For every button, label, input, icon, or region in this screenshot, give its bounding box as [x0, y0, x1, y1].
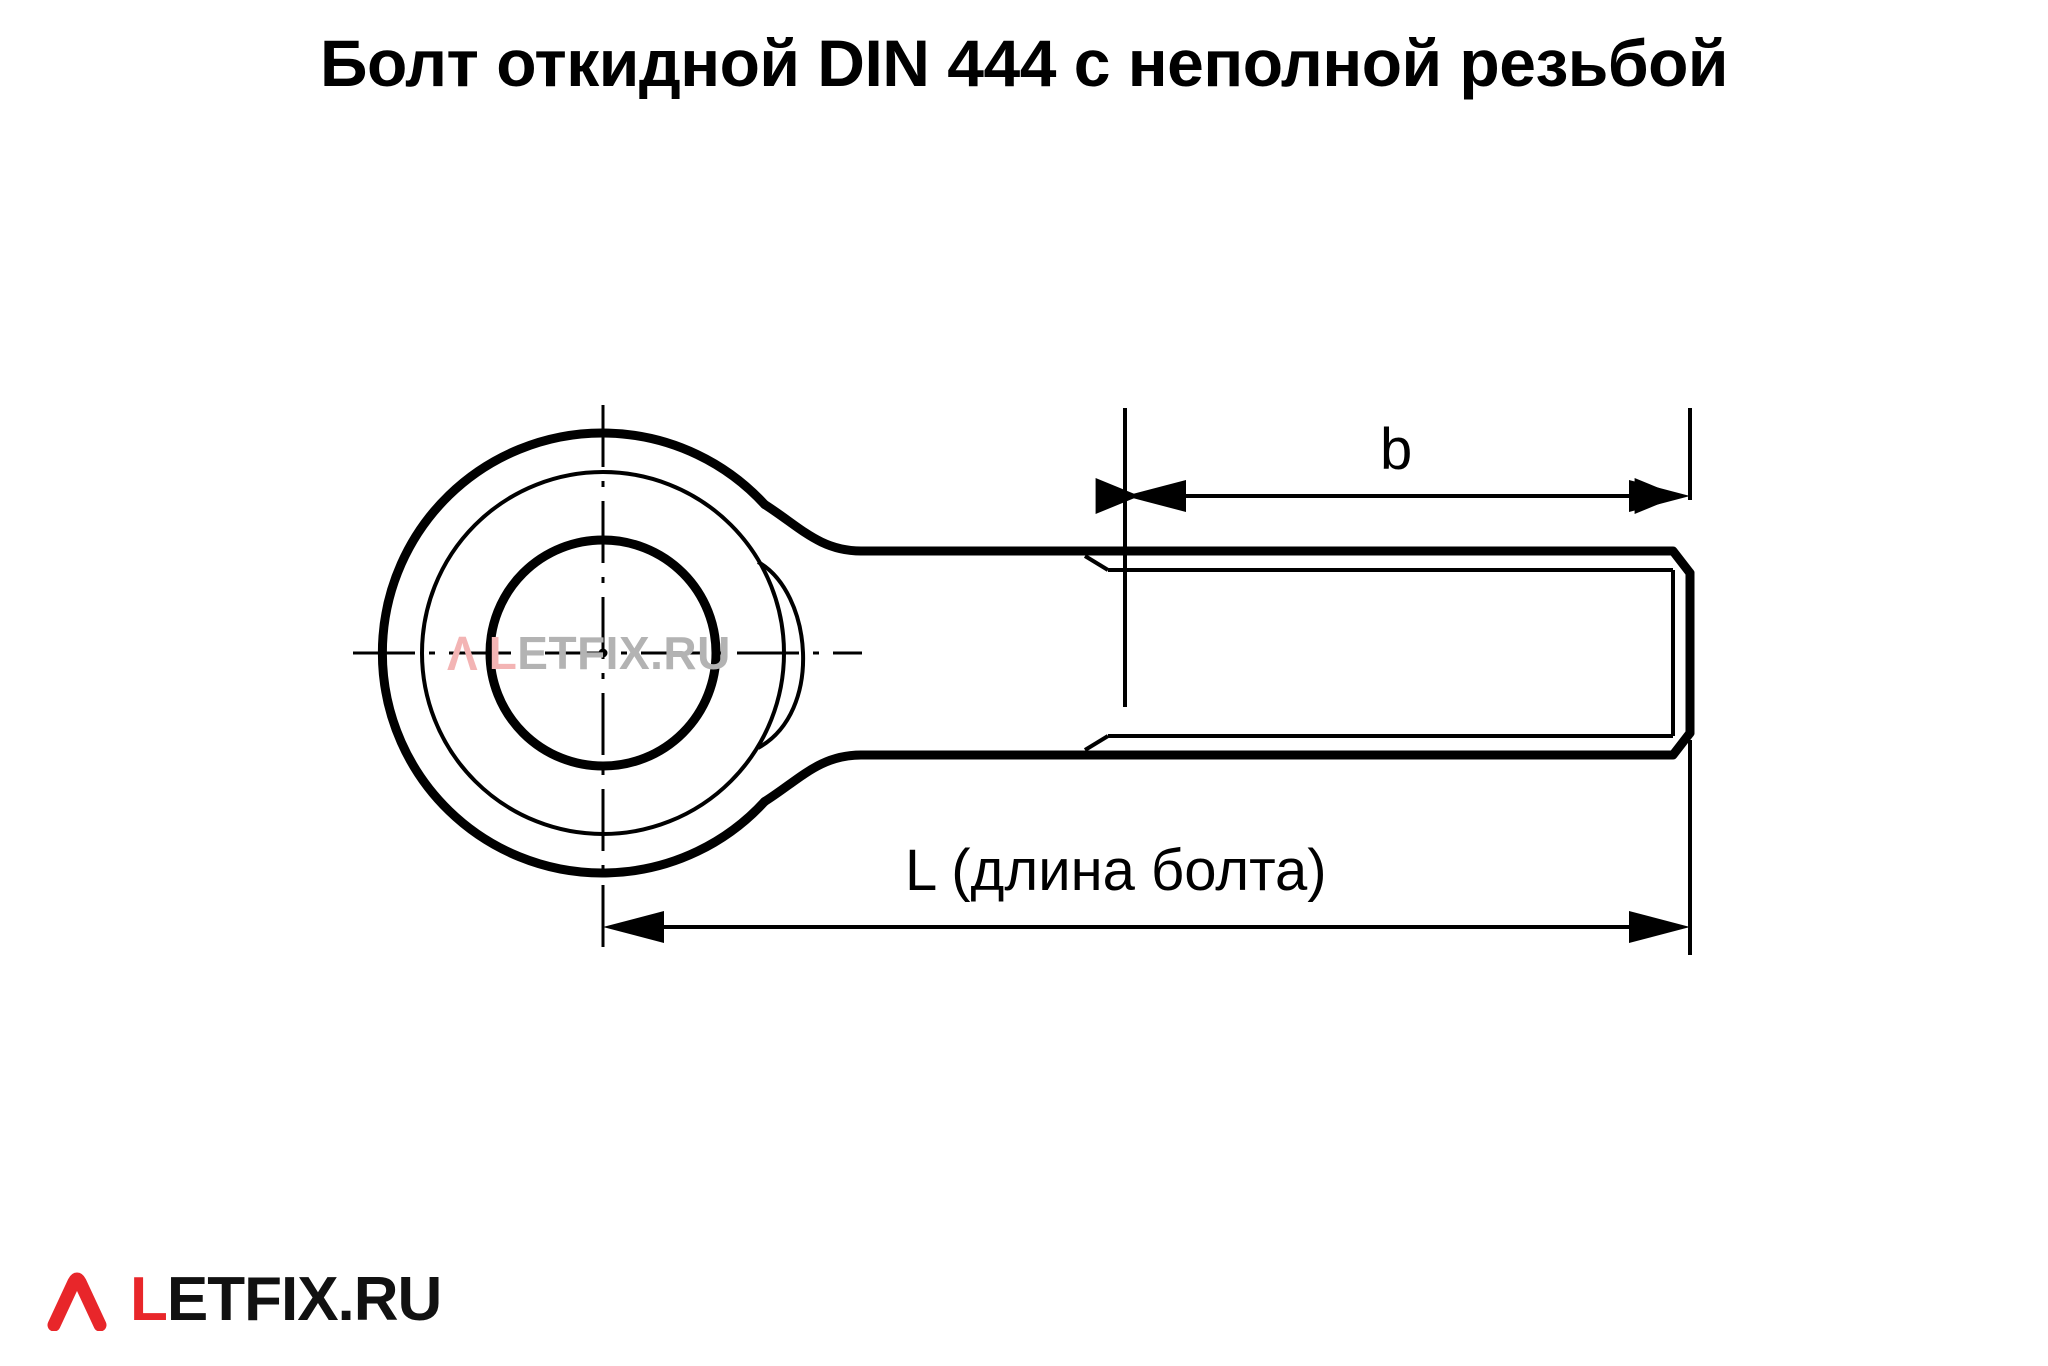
logo-text: LETFIX.RU [130, 1269, 442, 1331]
watermark-text: LETFIX.RU [489, 630, 731, 676]
dim-b-arrow-right [1629, 480, 1690, 512]
dimension-label-b: b [1380, 417, 1413, 482]
watermark-lambda-icon: Λ [447, 625, 479, 681]
dim-L-arrow-left [603, 911, 664, 943]
thread-runout-top [1083, 554, 1110, 572]
bolt-shank [760, 499, 1695, 807]
site-logo[interactable]: LETFIX.RU [46, 1263, 442, 1337]
shank-bottom-outline [760, 728, 1695, 807]
watermark-text-rest: ETFIX.RU [517, 627, 731, 679]
logo-text-lead: L [130, 1265, 168, 1334]
shank-top-outline [760, 499, 1695, 578]
dim-L-arrow-right [1629, 911, 1690, 943]
watermark-text-lead: L [488, 627, 518, 679]
thread-runout-bottom [1083, 734, 1110, 752]
logo-lambda-icon [47, 1272, 107, 1331]
page-title: Болт откидной DIN 444 с неполной резьбой [320, 26, 1728, 100]
dim-b-arrow-left [1125, 480, 1186, 512]
dimension-label-length: L (длина болта) [905, 838, 1327, 903]
watermark: Λ LETFIX.RU [447, 621, 777, 685]
logo-text-rest: ETFIX.RU [166, 1265, 442, 1334]
